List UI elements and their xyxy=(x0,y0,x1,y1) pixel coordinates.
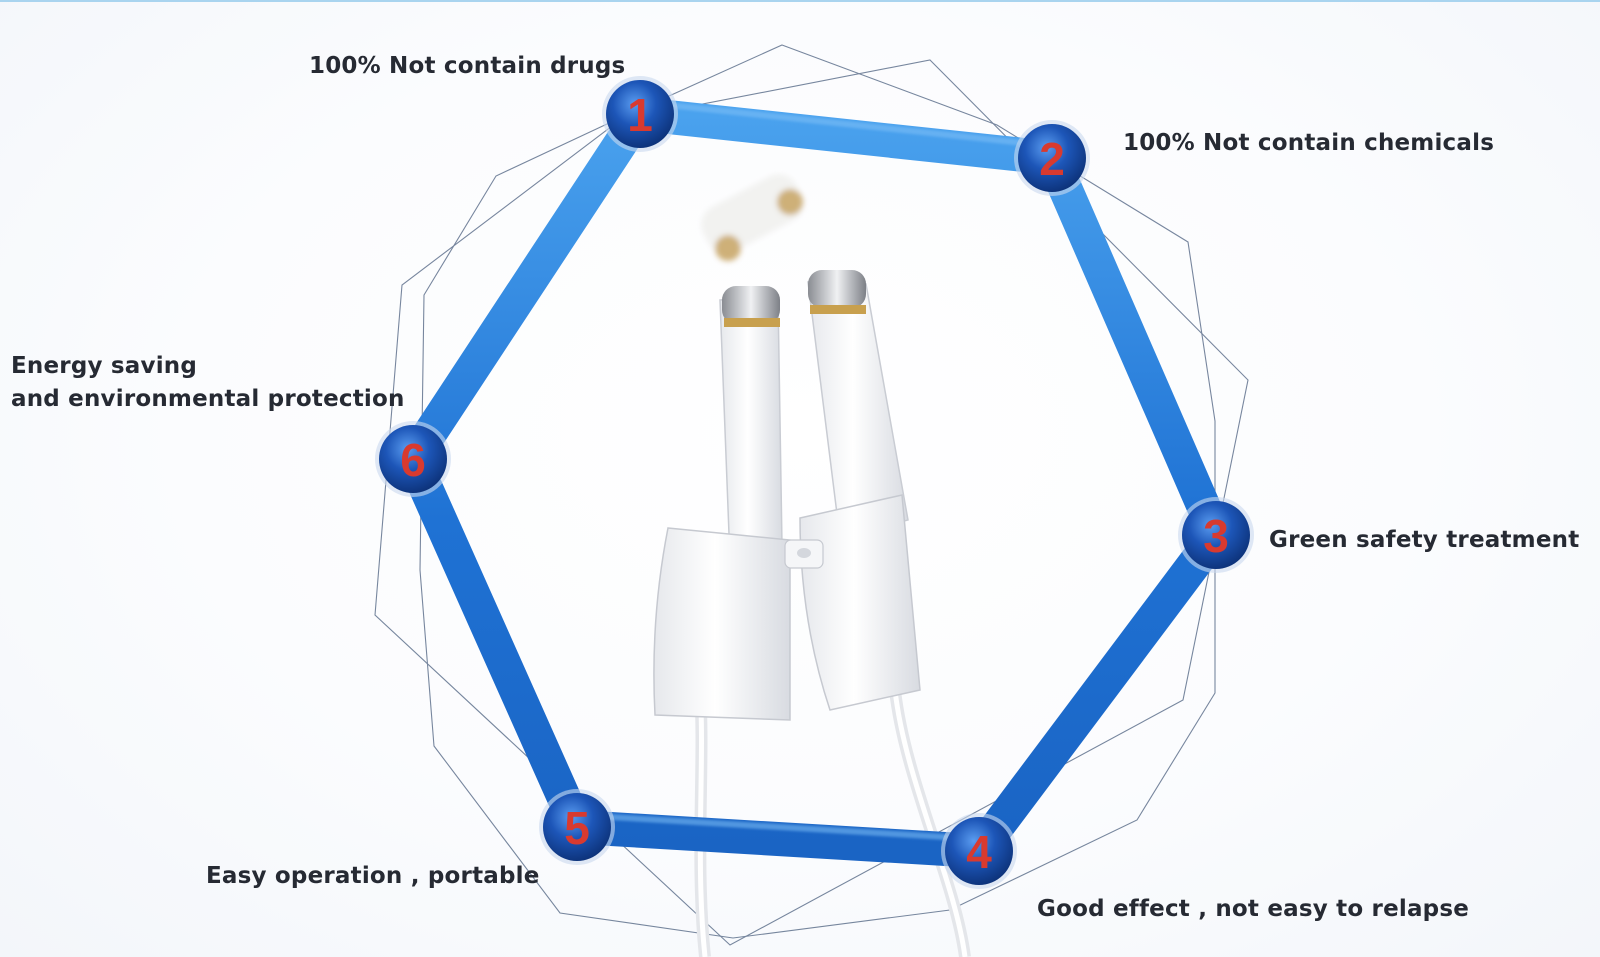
feature-label-6-line-2: and environmental protection xyxy=(11,386,405,412)
feature-node-2: 2 xyxy=(1014,120,1090,196)
feature-label-6-line-1: Energy saving xyxy=(11,353,198,379)
feature-label-3: Green safety treatment xyxy=(1269,527,1580,553)
node-number-1: 1 xyxy=(627,89,653,141)
star-outline-icon xyxy=(374,44,1249,946)
feature-label-5: Easy operation , portable xyxy=(206,863,540,889)
feature-node-5: 5 xyxy=(539,789,615,865)
feature-node-6: 6 xyxy=(375,421,451,497)
clip-electrodes-icon xyxy=(653,174,971,957)
node-number-4: 4 xyxy=(966,826,992,878)
feature-label-1: 100% Not contain drugs xyxy=(309,53,626,79)
node-number-2: 2 xyxy=(1039,133,1065,185)
feature-label-4: Good effect , not easy to relapse xyxy=(1037,896,1470,922)
node-number-6: 6 xyxy=(400,434,426,486)
node-number-5: 5 xyxy=(564,802,590,854)
node-number-3: 3 xyxy=(1203,510,1229,562)
feature-node-1: 1 xyxy=(602,76,678,152)
hexagon-band xyxy=(396,97,1233,868)
feature-label-2: 100% Not contain chemicals xyxy=(1123,130,1495,156)
hexagon-band-highlight xyxy=(576,99,1053,842)
feature-label-6: Energy saving and environmental protecti… xyxy=(11,350,405,416)
feature-node-4: 4 xyxy=(941,813,1017,889)
feature-node-3: 3 xyxy=(1178,497,1254,573)
top-border xyxy=(0,0,1600,2)
